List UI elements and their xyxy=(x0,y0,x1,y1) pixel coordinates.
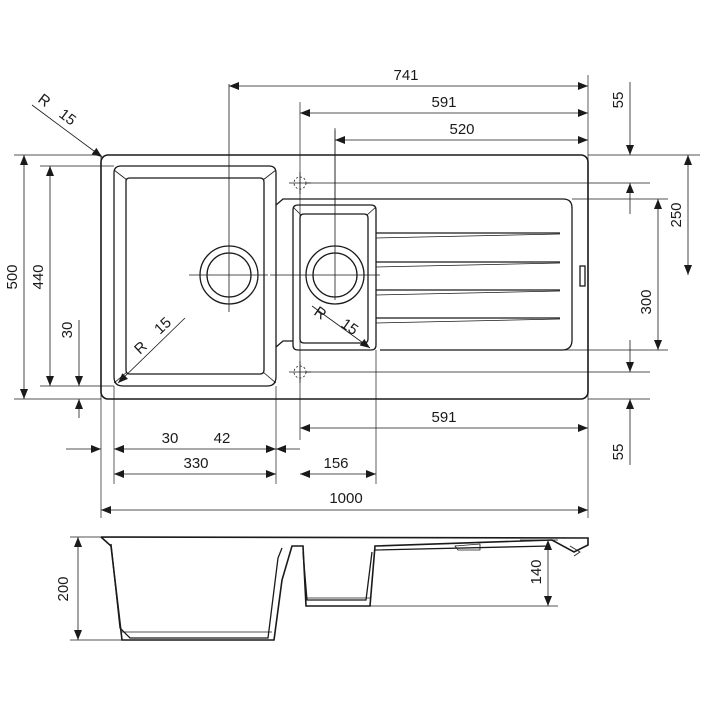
dimension-lines xyxy=(20,82,692,514)
label-55-bottom: 55 xyxy=(610,444,627,461)
label-radius-left-val: 15 xyxy=(151,314,175,338)
dimension-labels: 741 591 520 R 15 500 440 30 R 15 R 15 55… xyxy=(4,67,685,602)
label-42: 42 xyxy=(214,430,231,447)
radius-leader-right xyxy=(311,305,371,349)
extension-lines xyxy=(14,75,700,518)
label-330: 330 xyxy=(183,455,208,472)
label-250: 250 xyxy=(668,202,685,227)
radius-leader-outer xyxy=(31,104,103,158)
label-741: 741 xyxy=(393,67,418,84)
label-55-top: 55 xyxy=(610,92,627,109)
sink-side-view xyxy=(70,536,589,641)
label-30-bottom: 30 xyxy=(162,430,179,447)
large-bowl-drain xyxy=(189,84,268,312)
label-300: 300 xyxy=(638,289,655,314)
label-30-left: 30 xyxy=(59,322,76,339)
label-radius-right-r: R xyxy=(311,303,330,323)
sink-top-view xyxy=(100,84,589,400)
label-440: 440 xyxy=(30,264,47,289)
side-profile-outer xyxy=(100,536,589,641)
label-591-top: 591 xyxy=(431,94,456,111)
drainer-area xyxy=(275,198,586,351)
label-140: 140 xyxy=(528,559,545,584)
side-profile-inner xyxy=(110,543,551,639)
sink-outline xyxy=(100,154,589,400)
radius-leader-left xyxy=(117,317,186,384)
label-200: 200 xyxy=(55,576,72,601)
label-radius-right-val: 15 xyxy=(338,315,361,338)
label-radius-outer-r: R xyxy=(35,91,54,111)
label-591-bottom: 591 xyxy=(431,409,456,426)
label-520: 520 xyxy=(449,121,474,138)
label-500: 500 xyxy=(4,264,21,289)
label-radius-left-r: R xyxy=(131,338,151,358)
label-156: 156 xyxy=(323,455,348,472)
label-radius-outer-val: 15 xyxy=(56,106,80,130)
label-1000: 1000 xyxy=(329,490,362,507)
